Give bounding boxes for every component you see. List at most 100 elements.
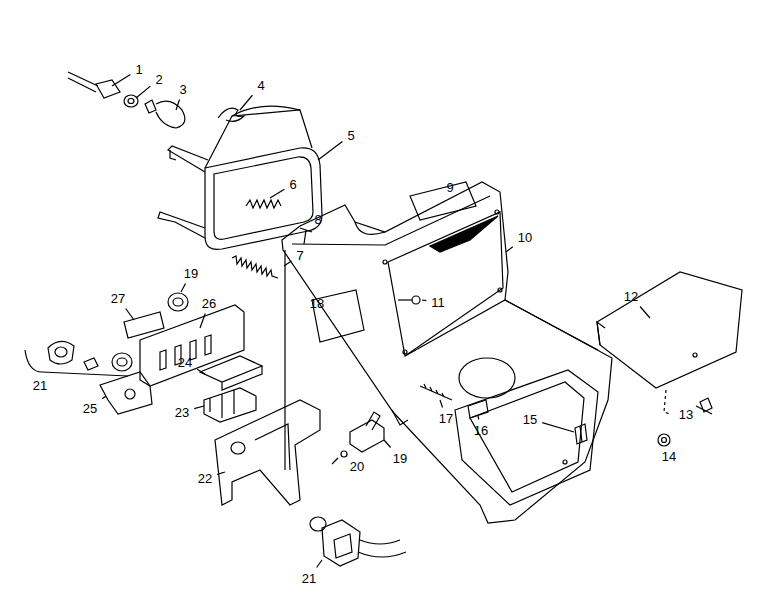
pin [398,299,412,300]
callout-number: 15 [521,412,539,427]
leader-line [284,261,291,266]
switch-knob [48,341,74,364]
windshield-opening [388,212,503,356]
mount-tab [168,146,208,172]
washer [658,434,670,446]
leader-line [200,314,205,329]
leader-line [112,74,130,86]
callout-number: 24 [176,355,194,370]
connector-block [204,388,256,422]
leader-line [317,560,322,568]
callout-number: 19 [391,451,409,466]
switch-face [334,534,352,558]
bracket [100,372,152,414]
leader-line [506,247,513,252]
switch-panel [140,305,244,386]
cover-flange [597,322,605,345]
screw [420,384,452,400]
bulb-base [145,100,156,113]
ignition-nut [310,517,326,531]
callout-number: 22 [196,471,214,486]
leader-line [197,369,205,374]
wire [68,72,98,92]
callout-number: 17 [437,411,455,426]
washer-hole [662,438,667,443]
callout-number: 16 [472,423,490,438]
grommet [124,95,138,107]
callout-number: 19 [182,266,200,281]
leader-line [384,440,391,448]
latch-clip [575,424,587,444]
leader-line [217,472,225,474]
switch-nut-hole [117,358,127,366]
mount-tab [158,212,205,238]
screw-shank [332,458,338,464]
callout-number: 2 [153,72,164,87]
leader-line [318,142,342,160]
leader-line [240,95,252,110]
leader-line [270,189,284,198]
callout-number: 18 [308,296,326,311]
leader-line [136,86,150,98]
headlight-lens [205,148,322,250]
leader-line [126,309,134,321]
bracket-hole [231,442,245,454]
bracket-hole [125,389,135,399]
grommet [168,293,188,311]
callout-number: 6 [287,177,298,192]
leader-line [640,307,650,319]
callout-number: 11 [429,295,447,310]
callout-number: 4 [255,78,266,93]
key [84,358,98,370]
group-bracket [25,350,128,376]
callout-number: 10 [516,230,534,245]
leader-line [542,423,574,432]
callout-number: 3 [177,82,188,97]
console-hood [282,182,612,523]
spring [232,256,278,278]
ignition-switch [322,520,360,566]
screw-head [341,451,347,457]
callout-number: 14 [660,449,678,464]
callout-number: 5 [345,128,356,143]
leader-line [440,400,443,408]
callout-number: 26 [200,296,218,311]
callout-number: 8 [312,212,323,227]
callout-number: 13 [677,407,695,422]
headlight-housing [205,110,312,168]
callout-number: 23 [173,405,191,420]
rivet [403,350,407,354]
wire [358,540,406,557]
spring [246,200,281,208]
decal [468,400,488,418]
rivet [495,210,499,214]
bulb [156,101,185,128]
leader-line [194,406,204,409]
leader-line [422,299,426,301]
callout-number: 9 [444,180,455,195]
bracket-fold [255,424,290,470]
knob-face [55,347,67,357]
grommet-hole [173,298,183,306]
cover-panel [597,272,742,388]
decal [124,312,164,338]
grommet-hole [128,99,134,104]
mount-bracket [215,400,320,505]
callout-number: 20 [348,459,366,474]
decal [410,182,476,220]
callout-number: 12 [622,289,640,304]
callout-number: 25 [81,401,99,416]
storage-compartment [455,370,598,505]
leader-line [176,100,180,111]
compartment-inner [470,382,584,492]
leader-line [477,416,479,420]
hood-tab [392,410,408,425]
panel-slot [160,335,211,370]
thumb-screw [696,398,712,414]
leader-line [181,284,185,293]
rivet [498,288,502,292]
hood-edge [355,222,385,234]
rivet [383,260,387,264]
rivet [563,460,567,464]
